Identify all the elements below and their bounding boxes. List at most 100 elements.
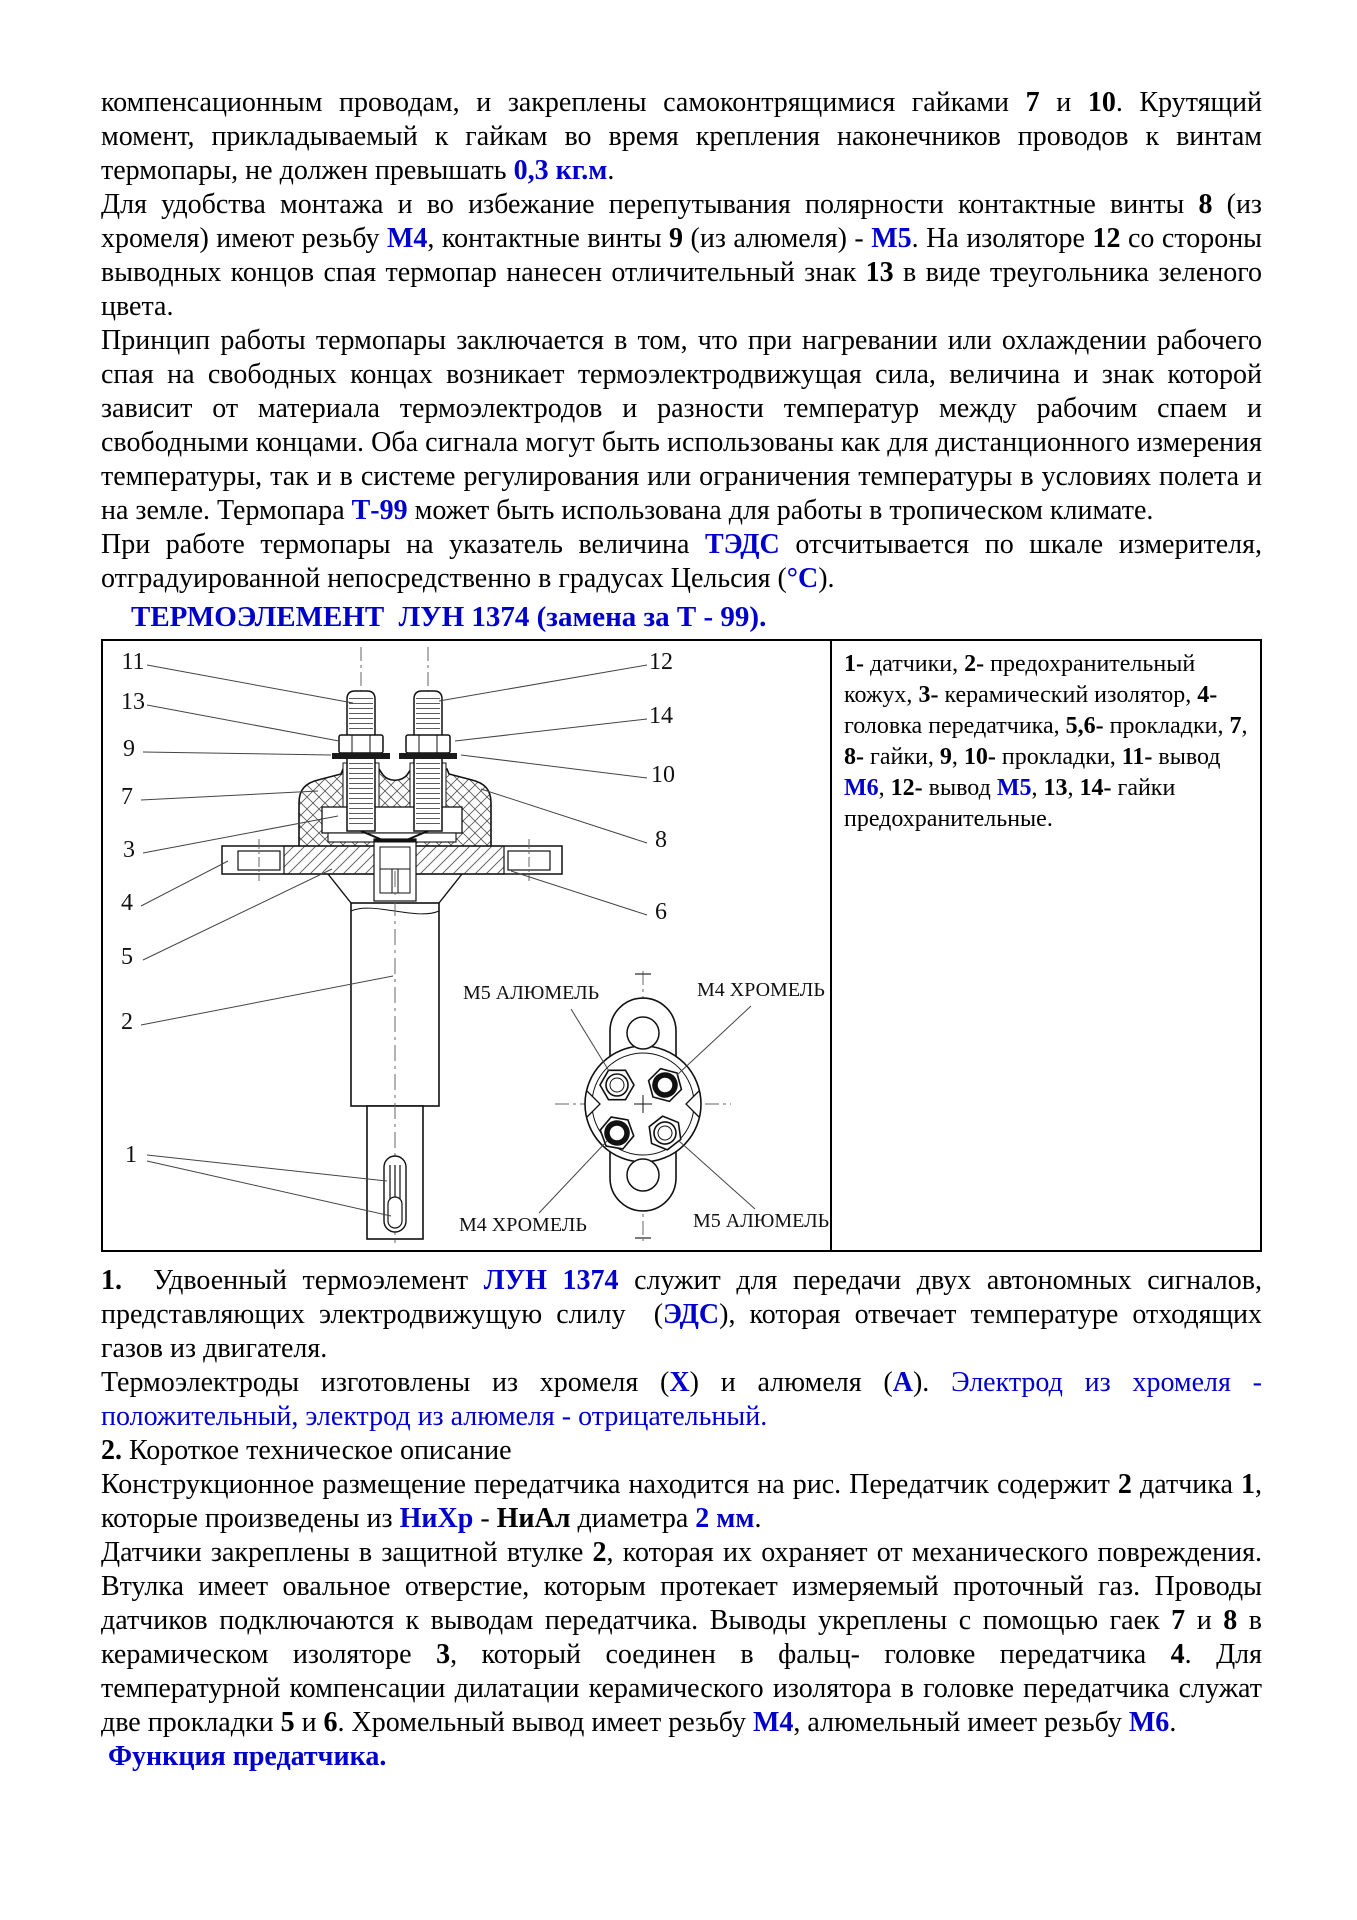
intro-paragraph-2: Для удобства монтажа и во избежание пере…	[101, 188, 1262, 324]
text-run: 0,3 кг.м	[513, 155, 608, 186]
text-run: 2	[592, 1537, 607, 1568]
text-run: отсчитывается по шкале измерителя, отгра…	[101, 529, 1262, 594]
text-run: 8	[1223, 1605, 1238, 1636]
text-run: ).	[912, 1367, 952, 1398]
connector-view: М5 АЛЮМЕЛЬ М4 ХРОМЕЛЬ М4 ХРОМЕЛЬ М5 АЛЮМ…	[459, 971, 829, 1241]
text-run: датчика	[1131, 1469, 1241, 1500]
text-run: .	[607, 155, 615, 186]
text-run: ,	[1031, 775, 1044, 801]
text-run: головка передатчика,	[844, 713, 1066, 739]
text-run: Удвоенный термоэлемент	[122, 1265, 484, 1296]
text-run: 4	[1170, 1639, 1185, 1670]
text-run: со стороны выводных концов спая термопар…	[101, 223, 1262, 288]
text-run: 10-	[963, 744, 996, 770]
stud-left	[346, 690, 376, 832]
text-run: гайки предохранительные.	[844, 775, 1176, 832]
text-run: НиХр	[399, 1503, 474, 1534]
text-run: . Хромельный вывод имеет резьбу	[337, 1707, 753, 1738]
callout-numbers: 11 13 9 7 3 4 5 2 1 12 14 10 8 6	[121, 649, 675, 1168]
text-run: °С	[786, 563, 819, 594]
intro-paragraph-1: компенсационным проводам, и закреплены с…	[101, 86, 1262, 188]
text-run: .	[1169, 1707, 1177, 1738]
callout-2: 2	[121, 1009, 133, 1035]
text-run: 12	[1092, 223, 1121, 254]
callout-13: 13	[121, 689, 145, 715]
text-run: 2-	[964, 651, 985, 677]
text-run: керамический изолятор,	[938, 682, 1198, 708]
text-run: ,	[1241, 713, 1248, 739]
text-run: ), которая отвечает температуре отходящи…	[101, 1299, 1262, 1364]
text-run: 5,6-	[1065, 713, 1104, 739]
text-run: 12-	[890, 775, 923, 801]
text-run: ,	[1067, 775, 1080, 801]
text-run: ) и алюмеля (	[689, 1367, 893, 1398]
text-run: Датчики закреплены в защитной втулке	[101, 1537, 593, 1568]
text-run: НиАл	[496, 1503, 571, 1534]
intro-paragraph-4: При работе термопары на указатель величи…	[101, 528, 1262, 596]
text-run: 7	[1025, 87, 1040, 118]
text-run: 13	[865, 257, 894, 288]
text-run: Принцип работы термопары заключается в т…	[101, 325, 1262, 526]
text-run: Конструкционное размещение передатчика н…	[101, 1469, 1118, 1500]
mount-hole-bottom	[626, 1158, 660, 1192]
callout-12: 12	[649, 649, 673, 675]
text-run: ).	[818, 563, 835, 594]
text-run: 10	[1087, 87, 1116, 118]
text-run: 3-	[918, 682, 939, 708]
text-run: 5	[280, 1707, 295, 1738]
callout-4: 4	[121, 890, 133, 916]
callout-10: 10	[651, 762, 675, 788]
text-run: и	[294, 1707, 324, 1738]
callout-9: 9	[123, 736, 135, 762]
mount-hole-top	[626, 1016, 660, 1050]
connector-label-leaders	[538, 1005, 756, 1214]
text-run: служит для передачи двух автономных сигн…	[101, 1265, 1262, 1330]
text-run: прокладки,	[995, 744, 1122, 770]
text-run: ЭДС	[663, 1299, 720, 1330]
callout-3: 3	[123, 837, 135, 863]
text-run: М5	[871, 223, 912, 254]
washer-10	[399, 753, 457, 759]
text-run: и	[1039, 87, 1088, 118]
text-run: в керамическом изоляторе	[101, 1605, 1262, 1670]
text-run: М4	[386, 223, 428, 254]
connector-label-bottom-right: М5 АЛЮМЕЛЬ	[693, 1210, 829, 1232]
text-run: 13	[1043, 775, 1068, 801]
body-paragraph-5: Датчики закреплены в защитной втулке 2 , …	[101, 1536, 1262, 1740]
body-paragraph-3: 2. Короткое техническое описание	[101, 1434, 1262, 1468]
text-run: . Крутящий момент, прикладываемый к гайк…	[101, 87, 1262, 186]
text-run: 8	[1198, 189, 1213, 220]
text-run: 7	[1171, 1605, 1186, 1636]
thermocouple-drawing: 11 13 9 7 3 4 5 2 1 12 14 10 8 6	[121, 647, 829, 1245]
callout-5: 5	[121, 944, 133, 970]
text-run: 1	[1241, 1469, 1255, 1500]
figure-drawing: 11 13 9 7 3 4 5 2 1 12 14 10 8 6	[103, 641, 832, 1250]
text-run: 8-	[844, 744, 864, 770]
text-run: 2 мм	[695, 1503, 755, 1534]
text-run: . Для температурной компенсации дилатаци…	[101, 1639, 1263, 1738]
text-run: ,	[878, 775, 891, 801]
text-run: вывод	[1152, 744, 1221, 770]
section-heading: ТЕРМОЭЛЕМЕНТ ЛУН 1374 (замена за Т - 99)…	[131, 601, 767, 633]
text-run: может быть использована для работы в тро…	[407, 495, 1154, 526]
callout-1: 1	[125, 1142, 137, 1168]
body-paragraph-2: Термоэлектроды изготовлены из хромеля (Х…	[101, 1366, 1262, 1434]
text-run: 2	[1117, 1469, 1132, 1500]
description-section: 1. Удвоенный термоэлемент ЛУН 1374 служи…	[101, 1264, 1262, 1774]
text-run: Функция предатчика.	[101, 1741, 387, 1772]
text-run: (из алюмеля) -	[683, 223, 872, 254]
body-paragraph-6: Функция предатчика.	[101, 1740, 1262, 1774]
figure-legend: 1- датчики, 2- предохранительный кожух, …	[832, 641, 1260, 1250]
document-content: компенсационным проводам, и закреплены с…	[101, 86, 1262, 1774]
connector-nut-alumel-top	[599, 1069, 635, 1101]
text-run: 1-	[844, 651, 864, 677]
stud-right	[413, 690, 443, 832]
text-run: , алюмельный имеет резьбу	[793, 1707, 1129, 1738]
text-run: Термоэлектроды изготовлены из хромеля (	[101, 1367, 670, 1398]
text-run: 11-	[1121, 744, 1153, 770]
text-run: компенсационным проводам, и закреплены с…	[101, 87, 1026, 118]
text-run: диаметра	[570, 1503, 696, 1534]
text-run: 2.	[101, 1435, 122, 1466]
text-run: А	[892, 1367, 913, 1398]
